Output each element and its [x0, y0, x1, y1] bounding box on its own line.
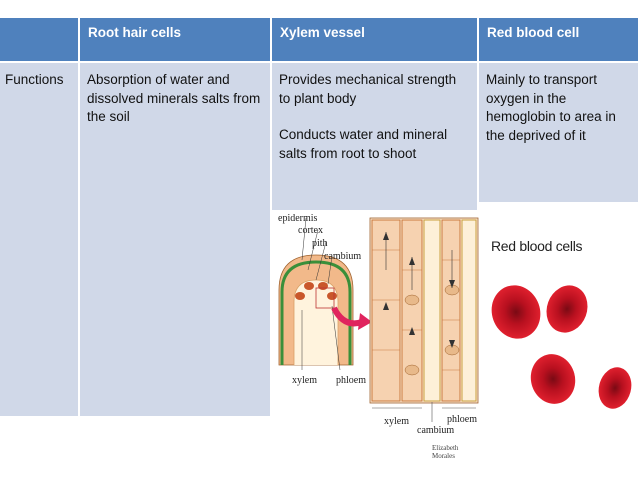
- rbc-function: Mainly to transport oxygen in the hemogl…: [479, 63, 638, 202]
- rbc-figure-title: Red blood cells: [491, 238, 583, 254]
- label-phloem-long: phloem: [447, 414, 477, 425]
- rbc-cell-2: [546, 285, 588, 333]
- header-empty-cell: [0, 18, 78, 61]
- xylem-diagram: epidermis cortex pith cambium xylem phlo…: [272, 210, 480, 460]
- label-cambium-long: cambium: [417, 425, 455, 436]
- label-cambium: cambium: [324, 251, 362, 262]
- rbc-cell-3: [530, 354, 576, 404]
- label-xylem: xylem: [292, 375, 317, 386]
- rbc-svg: [491, 285, 632, 409]
- label-phloem: phloem: [336, 375, 366, 386]
- rbc-cell-1: [491, 285, 541, 339]
- header-red-blood-cell: Red blood cell: [479, 18, 638, 61]
- label-epidermis: epidermis: [278, 213, 318, 224]
- label-xylem-long: xylem: [384, 416, 409, 427]
- label-pith: pith: [312, 238, 328, 249]
- xylem-diagram-svg: [278, 217, 479, 422]
- xylem-function-1: Provides mechanical strength to plant bo…: [279, 72, 457, 106]
- label-cortex: cortex: [298, 225, 323, 236]
- row-label-functions: Functions: [0, 63, 78, 416]
- root-hair-function: Absorption of water and dissolved minera…: [80, 63, 270, 416]
- xylem-function-2: Conducts water and mineral salts from ro…: [279, 127, 448, 161]
- header-root-hair-cells: Root hair cells: [80, 18, 270, 61]
- xylem-function-cell: Provides mechanical strength to plant bo…: [272, 63, 477, 210]
- rbc-cell-4: [598, 367, 632, 409]
- header-xylem-vessel: Xylem vessel: [272, 18, 477, 61]
- rbc-figure: Red blood cells: [479, 202, 638, 455]
- image-credit: Elizabeth Morales: [432, 444, 459, 460]
